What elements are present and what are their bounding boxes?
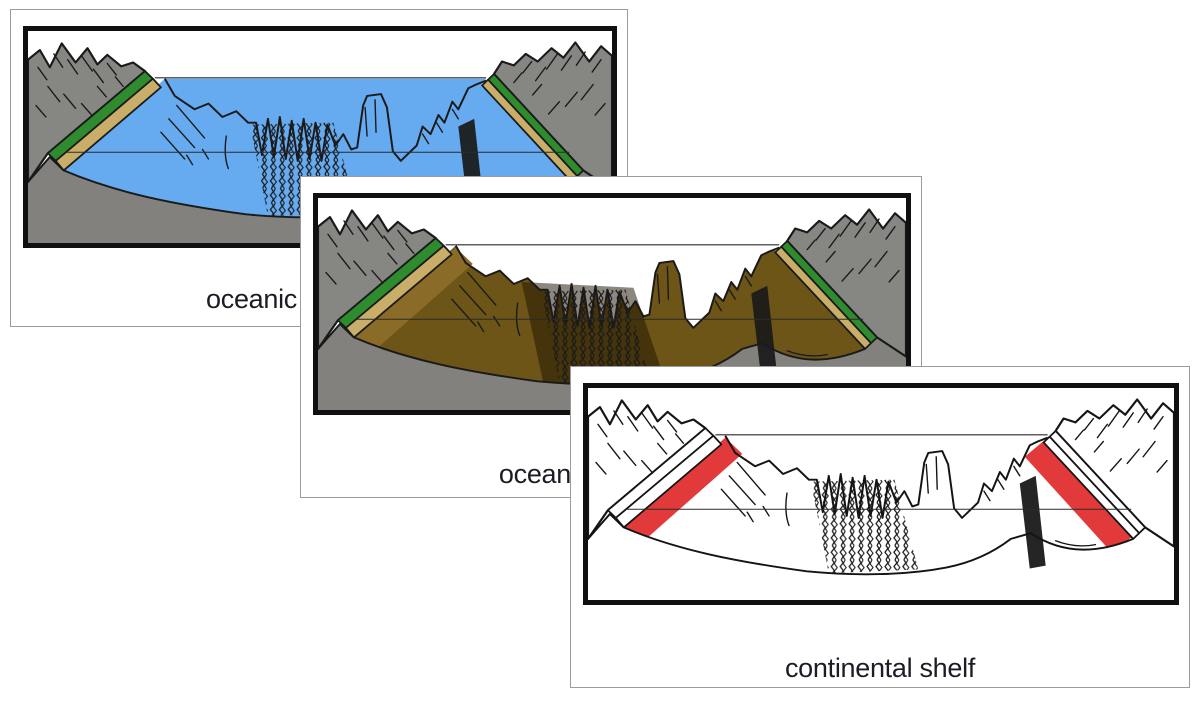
ocean-cross-section-red-highlight <box>588 398 1174 600</box>
nomenclature-card-continental-shelf[interactable]: continental shelf <box>570 366 1190 688</box>
card-label: ocean <box>498 459 571 489</box>
diagram-frame <box>583 383 1179 605</box>
card-label: continental shelf <box>784 653 976 683</box>
card-label: oceanic <box>206 284 297 314</box>
